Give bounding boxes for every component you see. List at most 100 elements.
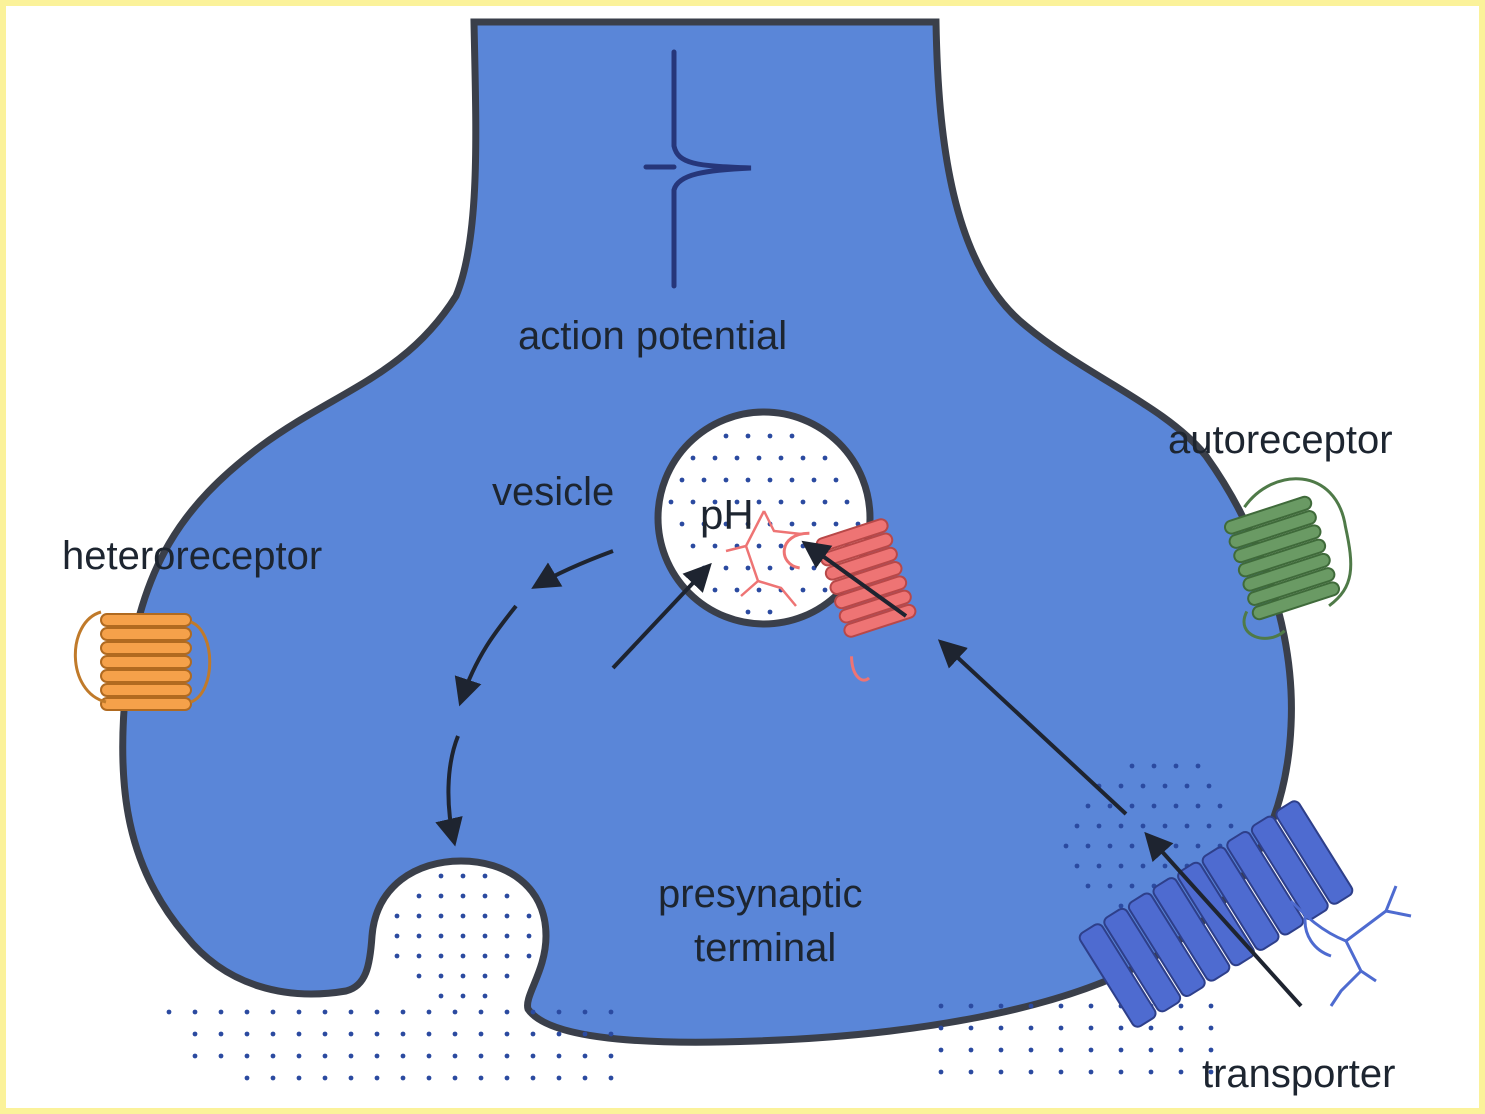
dot	[427, 1010, 432, 1015]
dot	[609, 1054, 614, 1059]
dot	[297, 1032, 302, 1037]
dot	[1196, 764, 1201, 769]
dot	[1059, 1070, 1064, 1075]
dot	[271, 1032, 276, 1037]
dot	[801, 500, 806, 505]
dot	[609, 1076, 614, 1081]
dot	[483, 954, 488, 959]
dot	[479, 1076, 484, 1081]
dot	[1130, 844, 1135, 849]
dot	[999, 1004, 1004, 1009]
dot	[702, 478, 707, 483]
dot	[999, 1048, 1004, 1053]
dot	[1141, 784, 1146, 789]
dot	[395, 914, 400, 919]
dot	[245, 1010, 250, 1015]
dot	[401, 1032, 406, 1037]
dot	[969, 1070, 974, 1075]
dot	[713, 588, 718, 593]
dot	[453, 1032, 458, 1037]
dot	[735, 456, 740, 461]
dot	[1179, 1026, 1184, 1031]
dot	[812, 566, 817, 571]
dot	[417, 914, 422, 919]
dot	[1163, 784, 1168, 789]
dot	[1185, 784, 1190, 789]
dot	[1149, 1026, 1154, 1031]
dot	[505, 1076, 510, 1081]
dot	[1130, 764, 1135, 769]
dot	[557, 1010, 562, 1015]
dot	[1119, 784, 1124, 789]
dot	[757, 500, 762, 505]
dot	[724, 434, 729, 439]
dot	[219, 1010, 224, 1015]
dot	[461, 974, 466, 979]
dot	[801, 588, 806, 593]
dot	[527, 914, 532, 919]
dot	[167, 1010, 172, 1015]
dot	[583, 1076, 588, 1081]
dot	[1089, 1070, 1094, 1075]
dot	[505, 954, 510, 959]
vesicle-label: vesicle	[492, 472, 614, 512]
dot	[1119, 904, 1124, 909]
dot	[834, 478, 839, 483]
dot	[401, 1010, 406, 1015]
dot	[735, 588, 740, 593]
dot	[812, 522, 817, 527]
dot	[453, 1010, 458, 1015]
dot	[801, 456, 806, 461]
dot	[395, 934, 400, 939]
dot	[939, 1026, 944, 1031]
dot	[483, 994, 488, 999]
dot	[1179, 1004, 1184, 1009]
dot	[1174, 804, 1179, 809]
dot	[297, 1076, 302, 1081]
dot	[713, 456, 718, 461]
dot	[609, 1032, 614, 1037]
helix	[101, 684, 191, 696]
dot	[1089, 1026, 1094, 1031]
dot	[691, 456, 696, 461]
dot	[531, 1076, 536, 1081]
dot	[479, 1054, 484, 1059]
dot	[483, 874, 488, 879]
dot	[505, 1010, 510, 1015]
dot	[790, 478, 795, 483]
dot	[1108, 884, 1113, 889]
dot	[1086, 804, 1091, 809]
dot	[1097, 824, 1102, 829]
dot	[790, 434, 795, 439]
dot	[779, 456, 784, 461]
dot	[746, 566, 751, 571]
dot	[1075, 824, 1080, 829]
dot	[245, 1054, 250, 1059]
dot	[461, 894, 466, 899]
dot	[609, 1010, 614, 1015]
dot	[583, 1010, 588, 1015]
dot	[768, 478, 773, 483]
presynaptic-label: presynaptic	[658, 874, 863, 914]
helix	[101, 670, 191, 682]
dot	[439, 894, 444, 899]
dot	[1209, 1026, 1214, 1031]
dot	[1174, 764, 1179, 769]
dot	[1229, 824, 1234, 829]
dot	[1152, 764, 1157, 769]
dot	[483, 894, 488, 899]
dot	[724, 478, 729, 483]
dot	[401, 1076, 406, 1081]
dot	[375, 1076, 380, 1081]
dot	[1108, 804, 1113, 809]
dot	[245, 1076, 250, 1081]
dot	[691, 500, 696, 505]
ph-label: pH	[700, 494, 754, 536]
dot	[1089, 1004, 1094, 1009]
dot	[417, 974, 422, 979]
dot	[939, 1004, 944, 1009]
dot	[461, 954, 466, 959]
dot	[461, 914, 466, 919]
dot	[779, 544, 784, 549]
dot	[1119, 1070, 1124, 1075]
